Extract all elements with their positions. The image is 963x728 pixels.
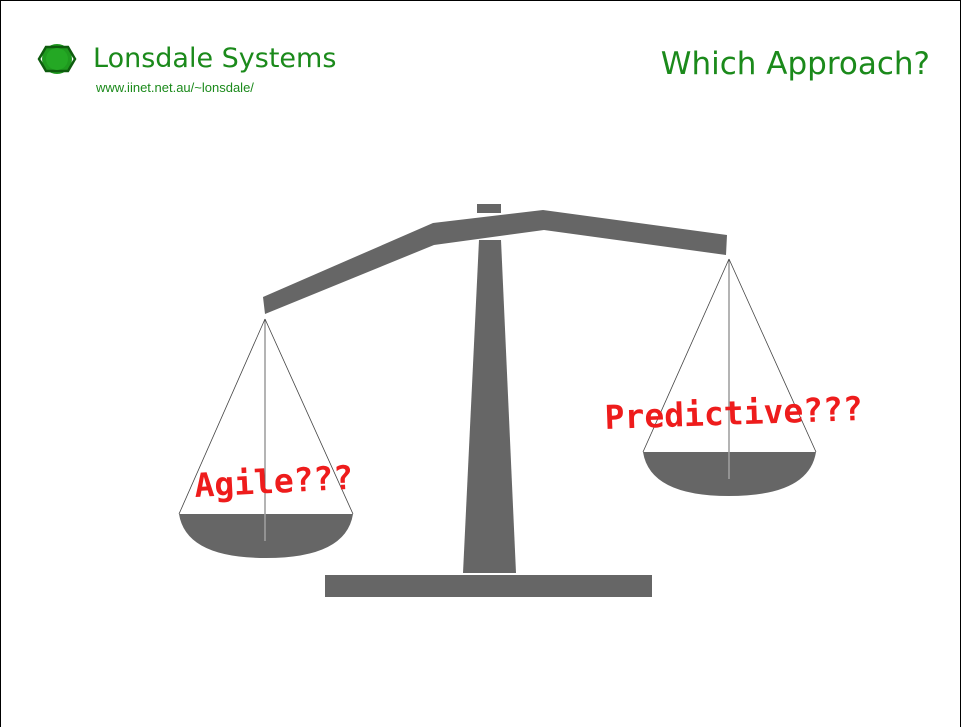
scale-beam [263, 210, 727, 314]
left-pan [179, 514, 353, 558]
lonsdale-logo-icon [37, 44, 77, 74]
left-pan-label: Agile??? [193, 458, 354, 505]
right-pan-label: Predictive??? [604, 389, 863, 437]
slide-title: Which Approach? [660, 46, 930, 82]
scale-base [325, 575, 652, 597]
left-pan-strings [178, 318, 354, 515]
brand-url[interactable]: www.iinet.net.au/~lonsdale/ [96, 80, 254, 95]
scale-stand [463, 240, 516, 573]
brand-name: Lonsdale Systems [93, 43, 337, 74]
right-pan-strings [642, 258, 817, 453]
scale-pivot [477, 204, 501, 213]
